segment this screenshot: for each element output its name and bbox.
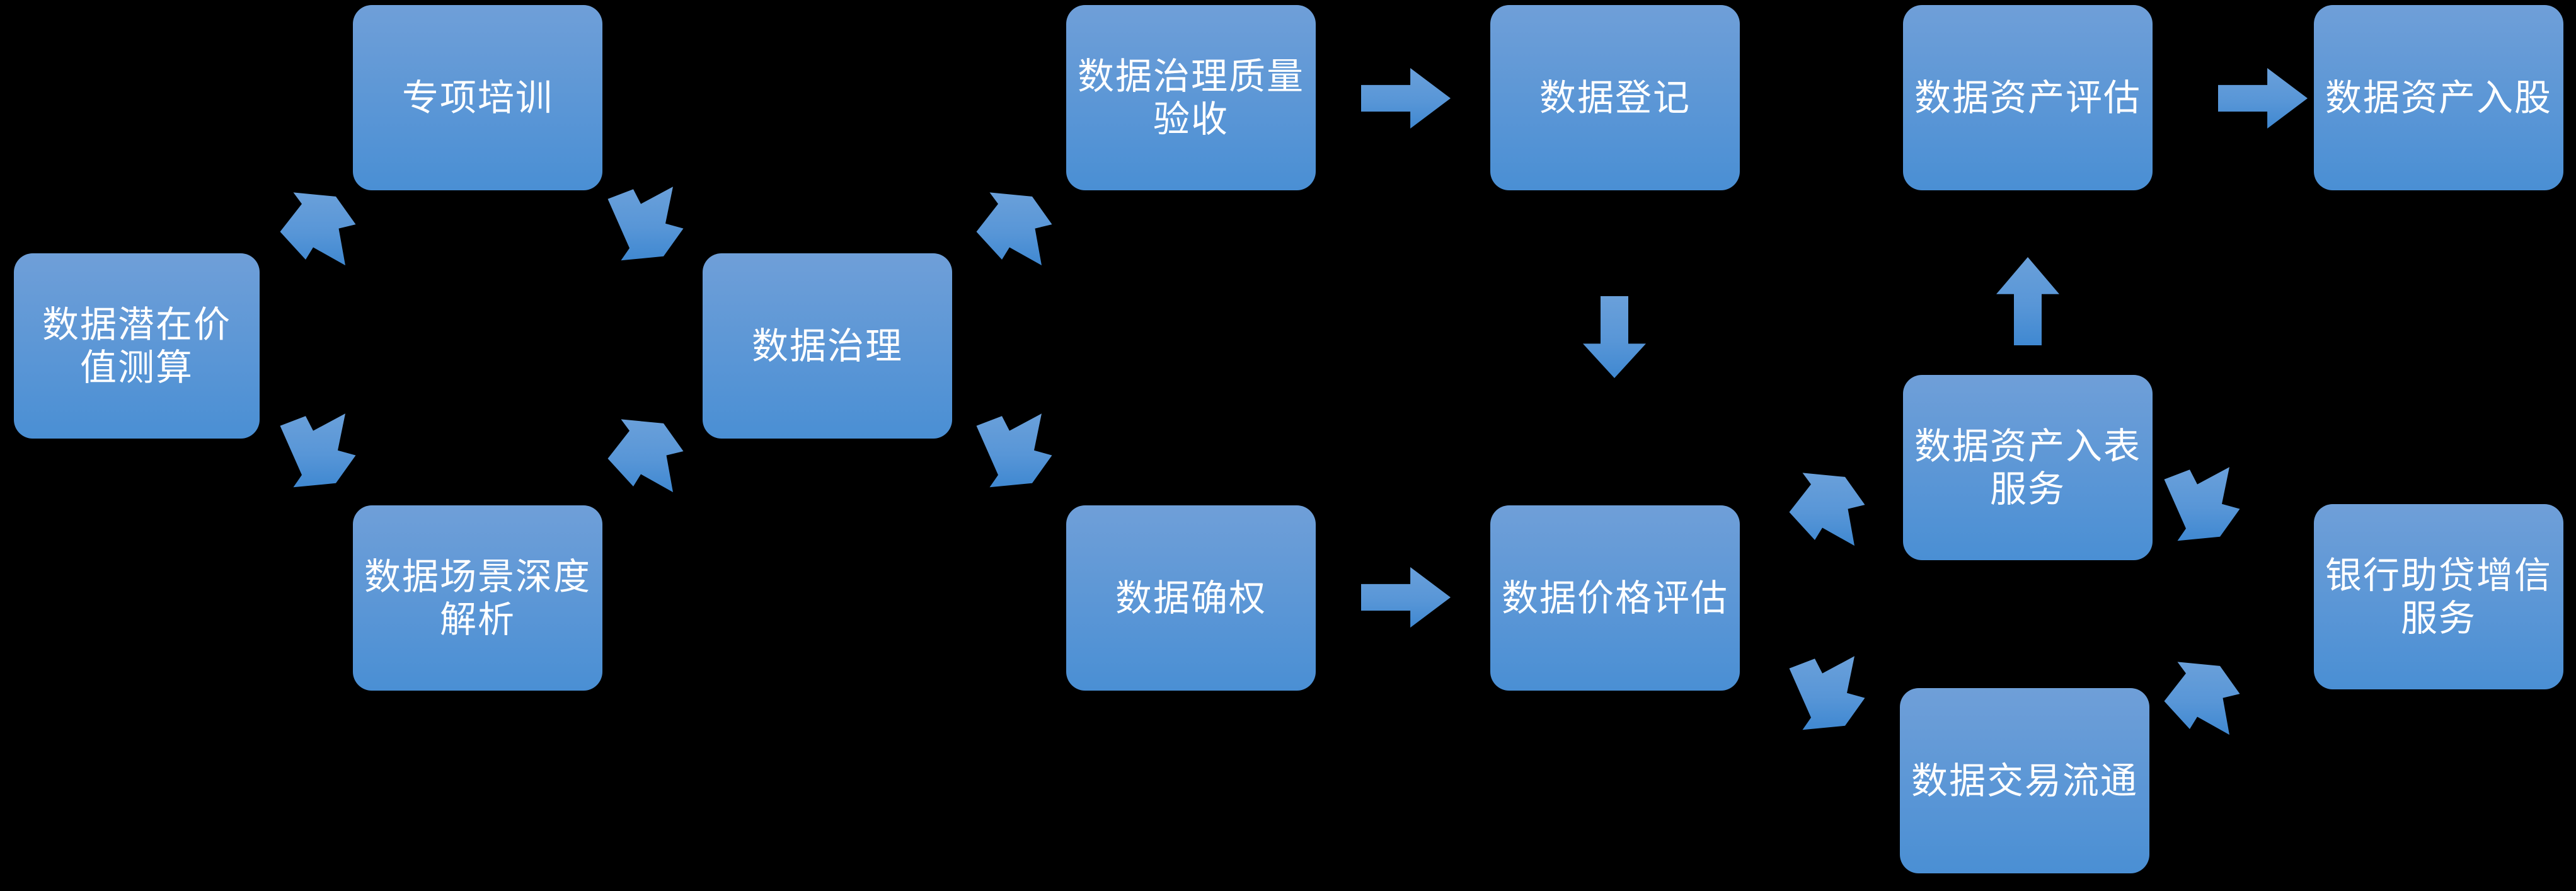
node-label: 数据资产评估 — [1914, 76, 2142, 119]
node-label: 数据资产入表服务 — [1914, 424, 2142, 510]
node-label: 专项培训 — [401, 76, 553, 119]
node-n2[interactable]: 专项培训 — [353, 5, 602, 190]
node-label: 数据资产入股 — [2325, 76, 2553, 119]
arrow-intable-to-bank-icon — [2161, 466, 2256, 548]
node-n3[interactable]: 数据场景深度解析 — [353, 505, 602, 691]
arrow-value-to-training-icon — [277, 186, 372, 268]
node-n7[interactable]: 数据登记 — [1490, 5, 1740, 190]
node-label: 数据确权 — [1115, 576, 1267, 619]
arrow-pricing-to-intable-icon — [1786, 466, 1881, 548]
node-n4[interactable]: 数据治理 — [703, 253, 952, 439]
node-label: 数据价格评估 — [1502, 576, 1729, 619]
node-label: 数据潜在价值测算 — [42, 302, 231, 389]
node-n9[interactable]: 数据资产评估 — [1903, 5, 2153, 190]
node-n11[interactable]: 数据交易流通 — [1900, 688, 2149, 873]
arrow-assetvalue-to-equity-icon — [2218, 68, 2308, 129]
arrow-value-to-scene-icon — [277, 413, 372, 495]
node-label: 数据登记 — [1539, 76, 1691, 119]
arrow-governance-to-rights-icon — [974, 413, 1068, 495]
arrow-rights-to-pricing-icon — [1361, 567, 1451, 628]
arrow-quality-to-registration-icon — [1361, 68, 1451, 129]
node-label: 数据场景深度解析 — [364, 555, 592, 641]
node-label: 数据治理质量验收 — [1078, 54, 1305, 141]
arrow-scene-to-governance-icon — [605, 413, 699, 495]
node-label: 银行助贷增信服务 — [2325, 553, 2553, 640]
node-n8[interactable]: 数据价格评估 — [1490, 505, 1740, 691]
node-n12[interactable]: 数据资产入股 — [2314, 5, 2563, 190]
node-label: 数据治理 — [751, 324, 903, 367]
arrow-intable-to-assetvalue-icon — [1996, 257, 2059, 345]
arrow-registration-to-pricing-icon — [1583, 296, 1646, 378]
node-label: 数据交易流通 — [1911, 759, 2139, 802]
node-n6[interactable]: 数据确权 — [1066, 505, 1316, 691]
node-n5[interactable]: 数据治理质量验收 — [1066, 5, 1316, 190]
node-n13[interactable]: 银行助贷增信服务 — [2314, 504, 2563, 689]
node-n10[interactable]: 数据资产入表服务 — [1903, 375, 2153, 560]
node-n1[interactable]: 数据潜在价值测算 — [14, 253, 260, 439]
arrow-training-to-governance-icon — [605, 186, 699, 268]
arrow-governance-to-quality-icon — [974, 186, 1068, 268]
arrow-pricing-to-trading-icon — [1786, 655, 1881, 737]
arrow-trading-to-bank-icon — [2161, 655, 2256, 737]
